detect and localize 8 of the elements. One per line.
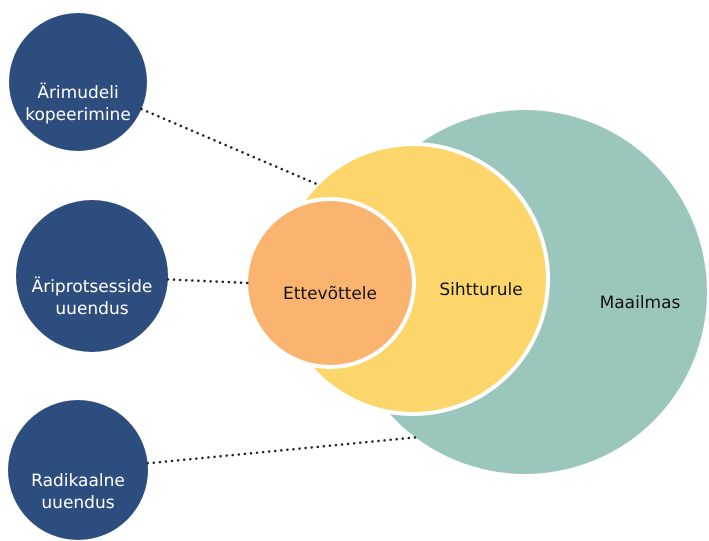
- circle-label: Ettevõttele: [282, 283, 378, 305]
- circle-label: Äriprotsesside uuendus: [30, 276, 154, 320]
- dotted-connector: [166, 278, 250, 284]
- circle-label: Ärimudeli kopeerimine: [24, 82, 132, 126]
- circle-label: Sihtturule: [438, 279, 524, 301]
- circle-label: Radikaalne uuendus: [30, 470, 126, 514]
- circle-label: Maailmas: [598, 292, 682, 314]
- dotted-connector: [146, 436, 417, 465]
